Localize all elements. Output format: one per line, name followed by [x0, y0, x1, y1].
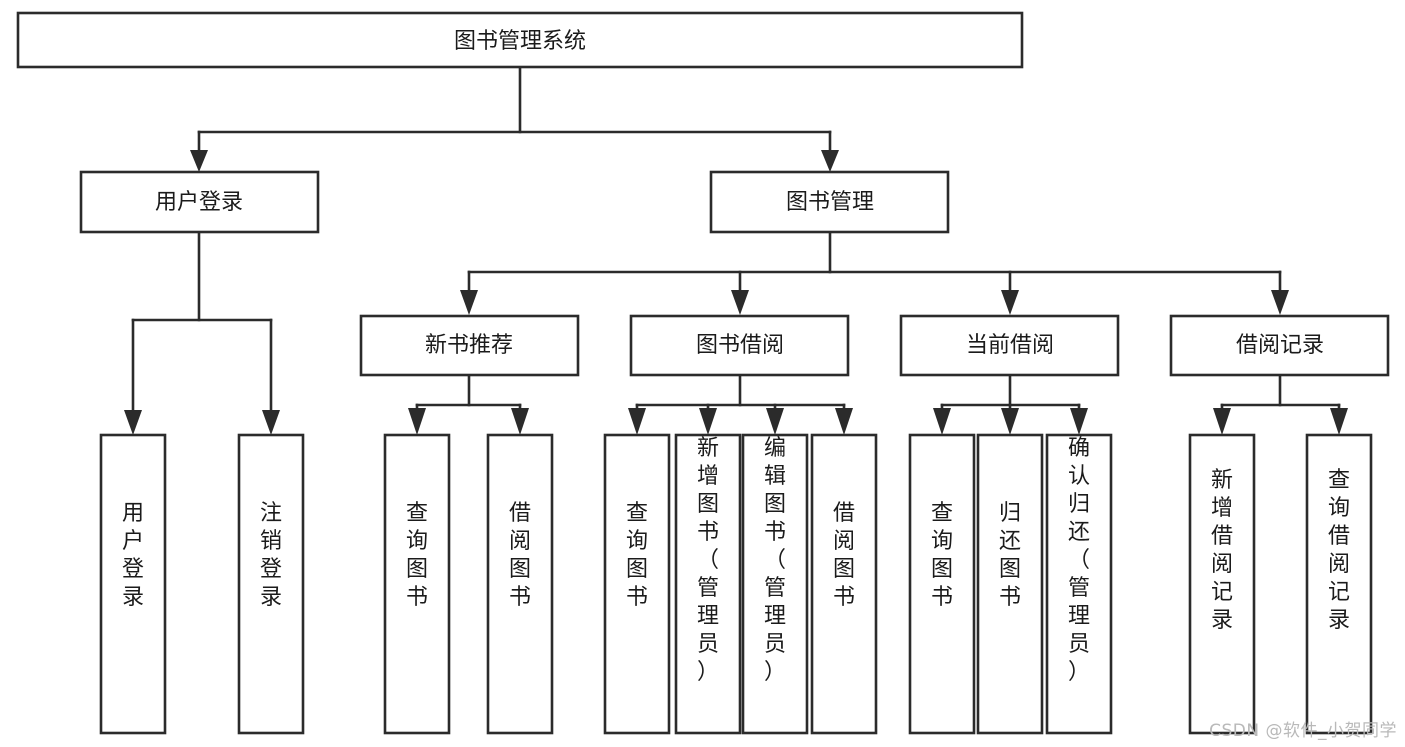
- leaf-node-query-book-recommend-label: 查询图书: [406, 501, 428, 610]
- leaf-node-user-login[interactable]: 用户登录: [99, 433, 167, 735]
- node-user-login-label: 用户登录: [155, 190, 243, 215]
- arrowhead-book-borrow: [731, 290, 749, 315]
- arrowhead-book-manage: [821, 150, 839, 172]
- leaf-node-borrow-book-recommend[interactable]: 借阅图书: [486, 433, 554, 735]
- leaf-node-query-borrow-record-box: [1305, 433, 1373, 735]
- leaf-node-query-book-current[interactable]: 查询图书: [908, 433, 976, 735]
- leaf-node-query-book-recommend-box: [383, 433, 451, 735]
- leaf-node-borrow-book[interactable]: 借阅图书: [810, 433, 878, 735]
- node-book-management-label: 图书管理: [786, 190, 874, 215]
- leaf-node-query-book-current-label: 查询图书: [931, 501, 953, 610]
- arrowhead-user-login: [190, 150, 208, 172]
- node-user-login-box: [79, 170, 320, 234]
- leaf-node-query-book-borrow-label: 查询图书: [626, 501, 648, 610]
- leaf-node-query-borrow-record[interactable]: 查询借阅记录: [1305, 433, 1373, 735]
- leaf-node-confirm-return-admin-box: [1045, 433, 1113, 735]
- arrowhead-bookborrow-leaf-4: [835, 408, 853, 435]
- leaf-node-query-book-borrow-box: [603, 433, 671, 735]
- leaf-node-return-book-box: [976, 433, 1044, 735]
- node-book-borrow[interactable]: 图书借阅: [629, 314, 850, 377]
- arrowhead-currentborrow-leaf-1: [933, 408, 951, 435]
- leaf-node-query-book-current-box: [908, 433, 976, 735]
- connector-layer: [124, 65, 1348, 435]
- arrowhead-bookborrow-leaf-3: [766, 408, 784, 435]
- leaf-node-borrow-book-box: [810, 433, 878, 735]
- arrowhead-leaf-logout: [262, 410, 280, 435]
- arrowhead-currentborrow-leaf-3: [1070, 408, 1088, 435]
- node-book-borrow-box: [629, 314, 850, 377]
- node-borrow-record-box: [1169, 314, 1390, 377]
- leaf-node-add-book-admin-box: [674, 433, 742, 735]
- node-current-borrow-label: 当前借阅: [966, 333, 1054, 358]
- leaf-node-edit-book-admin-label: 编辑图书（管理员）: [764, 436, 786, 685]
- node-book-management[interactable]: 图书管理: [709, 170, 950, 234]
- leaf-node-borrow-book-label: 借阅图书: [833, 501, 855, 610]
- arrowhead-currentborrow-leaf-2: [1001, 408, 1019, 435]
- arrowhead-newbook-leaf-2: [511, 408, 529, 435]
- arrowhead-leaf-user-login: [124, 410, 142, 435]
- leaf-node-add-book-admin-label: 新增图书（管理员）: [697, 436, 719, 685]
- leaf-node-logout-box: [237, 433, 305, 735]
- node-book-borrow-label: 图书借阅: [696, 333, 784, 358]
- arrowhead-current-borrow: [1001, 290, 1019, 315]
- node-root-box: [16, 11, 1024, 69]
- arrowhead-bookborrow-leaf-2: [699, 408, 717, 435]
- leaf-node-logout[interactable]: 注销登录: [237, 433, 305, 735]
- arrowhead-bookborrow-leaf-1: [628, 408, 646, 435]
- leaf-node-return-book[interactable]: 归还图书: [976, 433, 1044, 735]
- arrowhead-borrowrecord-leaf-2: [1330, 408, 1348, 435]
- leaf-node-query-borrow-record-label: 查询借阅记录: [1328, 468, 1350, 633]
- leaf-node-logout-label: 注销登录: [260, 501, 282, 610]
- leaf-node-add-borrow-record-label: 新增借阅记录: [1211, 468, 1233, 633]
- leaf-node-add-borrow-record[interactable]: 新增借阅记录: [1188, 433, 1256, 735]
- arrowhead-newbook-leaf-1: [408, 408, 426, 435]
- leaf-node-return-book-label: 归还图书: [999, 501, 1021, 610]
- node-root-book-management-system[interactable]: 图书管理系统: [16, 11, 1024, 69]
- arrowhead-borrowrecord-leaf-1: [1213, 408, 1231, 435]
- node-new-book-recommend[interactable]: 新书推荐: [359, 314, 580, 377]
- node-new-book-recommend-label: 新书推荐: [425, 333, 513, 358]
- leaf-node-user-login-label: 用户登录: [122, 501, 144, 610]
- leaf-node-user-login-box: [99, 433, 167, 735]
- leaf-node-edit-book-admin[interactable]: 编辑图书（管理员）: [741, 433, 809, 735]
- node-book-management-box: [709, 170, 950, 234]
- node-borrow-record-label: 借阅记录: [1236, 333, 1324, 358]
- node-user-login[interactable]: 用户登录: [79, 170, 320, 234]
- leaf-node-confirm-return-admin[interactable]: 确认归还（管理员）: [1045, 433, 1113, 735]
- node-current-borrow-box: [899, 314, 1120, 377]
- leaf-node-query-book-recommend[interactable]: 查询图书: [383, 433, 451, 735]
- arrowhead-new-book-recommend: [460, 290, 478, 315]
- leaf-node-borrow-book-recommend-box: [486, 433, 554, 735]
- node-new-book-recommend-box: [359, 314, 580, 377]
- node-current-borrow[interactable]: 当前借阅: [899, 314, 1120, 377]
- leaf-node-edit-book-admin-box: [741, 433, 809, 735]
- node-root-label: 图书管理系统: [454, 29, 586, 54]
- arrowhead-borrow-record: [1271, 290, 1289, 315]
- leaf-node-query-book-borrow[interactable]: 查询图书: [603, 433, 671, 735]
- leaf-node-add-borrow-record-box: [1188, 433, 1256, 735]
- leaf-node-add-book-admin[interactable]: 新增图书（管理员）: [674, 433, 742, 735]
- leaf-node-borrow-book-recommend-label: 借阅图书: [509, 501, 531, 610]
- node-borrow-record[interactable]: 借阅记录: [1169, 314, 1390, 377]
- leaf-node-confirm-return-admin-label: 确认归还（管理员）: [1068, 436, 1090, 685]
